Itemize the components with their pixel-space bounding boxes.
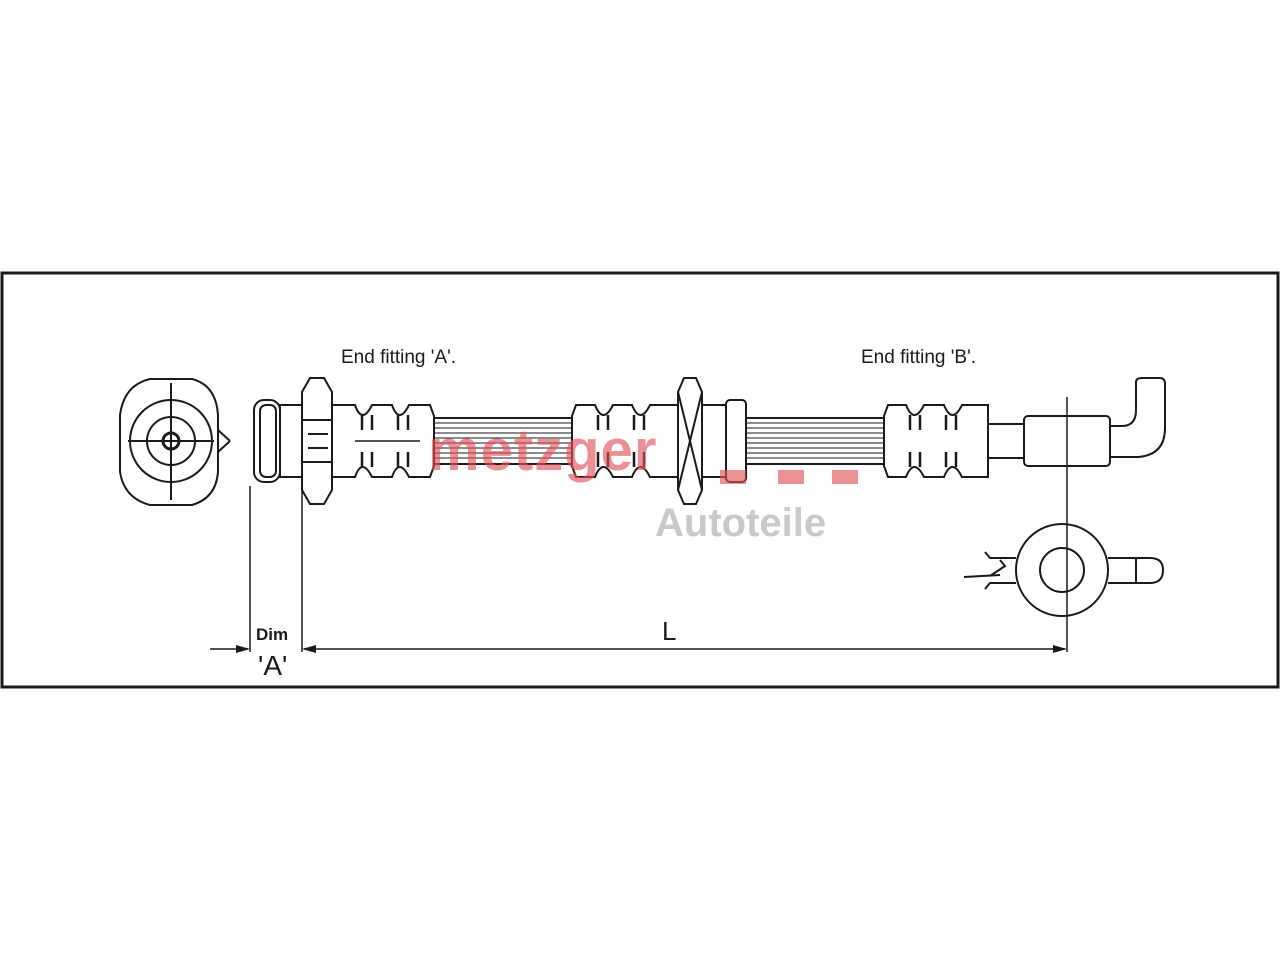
watermark-brand: metzger [428, 418, 657, 483]
label-dim: Dim [256, 625, 288, 644]
end-view-left [119, 378, 231, 506]
watermark-subtitle: Autoteile [655, 501, 826, 545]
label-length: L [662, 616, 676, 646]
middle-fitting [571, 377, 747, 505]
label-dim-a: 'A' [258, 650, 287, 681]
end-fitting-b [883, 377, 1166, 478]
banjo-end-view [963, 523, 1165, 617]
dimension-lines [210, 397, 1068, 652]
end-fitting-a [253, 377, 435, 505]
hose-segment-1 [434, 417, 572, 465]
label-end-fitting-b: End fitting 'B'. [861, 347, 976, 368]
drawing-frame [0, 271, 1280, 689]
hose-segment-2 [746, 417, 884, 465]
label-end-fitting-a: End fitting 'A'. [341, 347, 456, 368]
watermark-logo: metzger Autoteile [428, 418, 858, 545]
